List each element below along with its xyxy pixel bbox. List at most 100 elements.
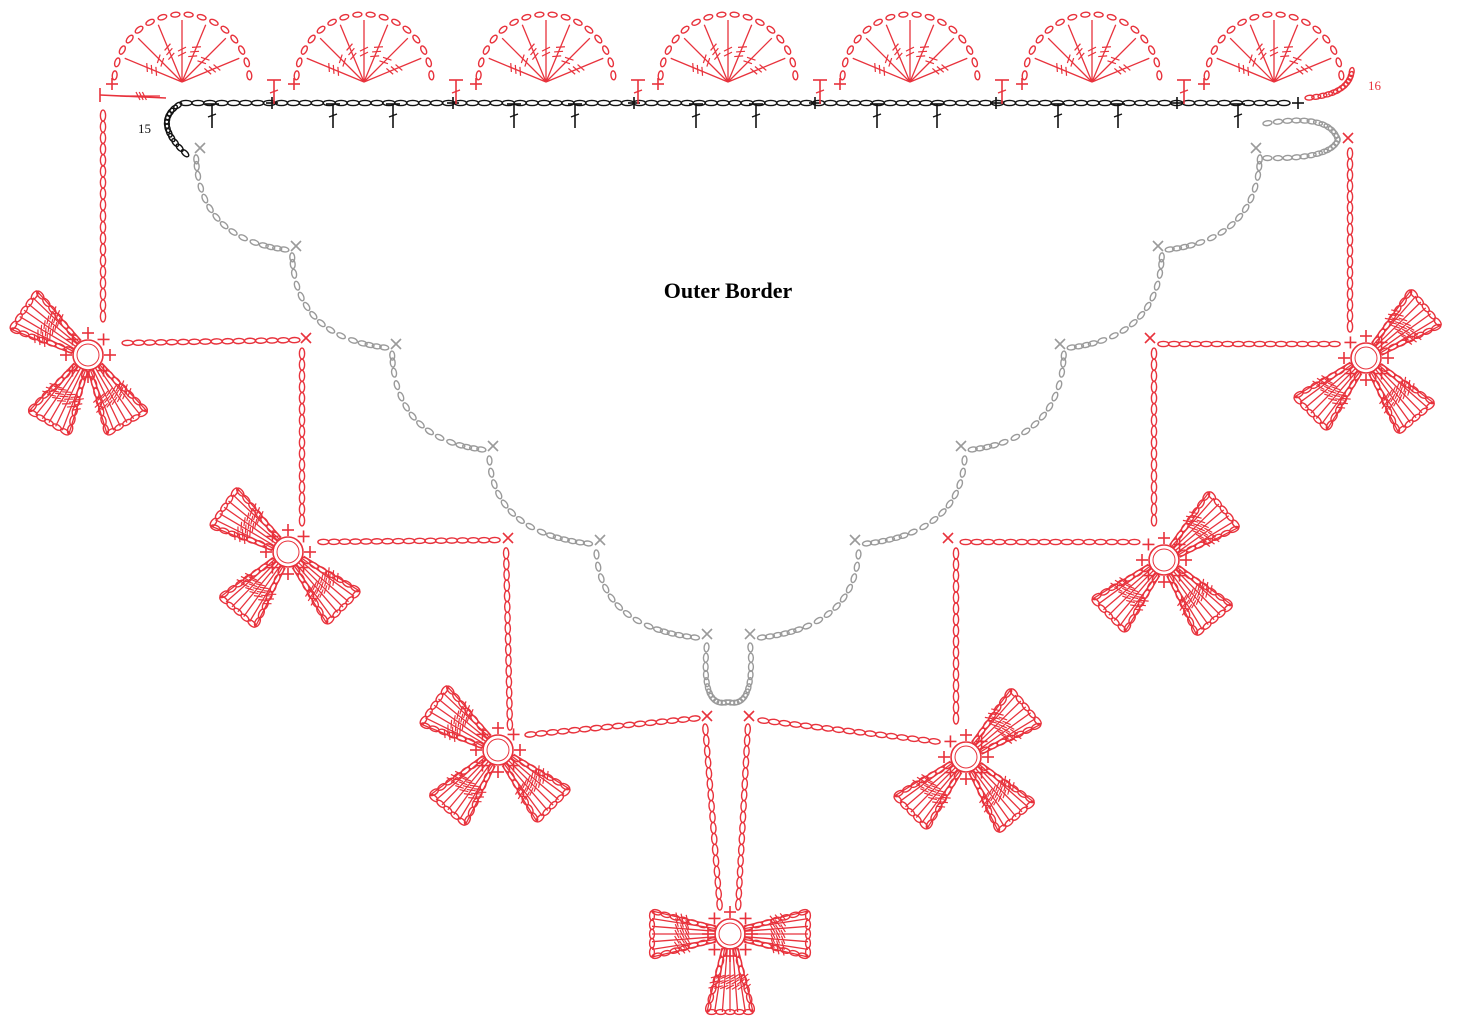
chain-stitches	[316, 319, 326, 328]
chain-stitches	[397, 391, 405, 402]
chain-stitch	[501, 99, 515, 107]
chain-stitch	[1346, 320, 1354, 333]
chain-stitch	[545, 532, 557, 539]
treble-crochet	[541, 20, 551, 82]
chain-stitch	[1306, 151, 1317, 159]
chain-stitch	[417, 99, 432, 107]
single-crochet-plus	[304, 546, 316, 558]
chain-stitches	[230, 34, 239, 44]
chain-stitch	[1288, 13, 1299, 21]
chain-stitches	[402, 25, 412, 34]
chain-stitches	[206, 203, 214, 214]
chain-stitch	[434, 537, 448, 544]
chain-stitches	[1106, 13, 1117, 21]
half-double-crochet	[930, 103, 944, 128]
chain-stitch	[250, 99, 265, 107]
chain-stitches	[706, 1008, 754, 1016]
chain-stitch	[1318, 148, 1329, 156]
chain-stitch	[648, 937, 656, 949]
treble-crochet	[363, 24, 389, 83]
single-crochet-plus	[297, 561, 310, 574]
chain-stitches	[972, 688, 1013, 745]
single-crochet-x	[300, 332, 312, 344]
chain-stitches	[534, 11, 545, 18]
chain-stitches	[937, 18, 947, 27]
chain-stitch	[1318, 121, 1329, 129]
chain-stitches	[1055, 18, 1065, 27]
chain-stitch	[1217, 34, 1226, 44]
chain-stitch	[952, 679, 960, 692]
chain-stitch	[1062, 99, 1076, 107]
chain-stitches	[302, 301, 311, 312]
chain-stitch	[413, 537, 426, 545]
chain-stitch	[1157, 340, 1170, 348]
chain-stitches	[703, 642, 710, 653]
chain-stitch	[365, 11, 376, 18]
single-crochet-x	[849, 534, 861, 546]
treble-crochet	[94, 366, 128, 423]
chain-stitch	[1021, 427, 1031, 436]
chain-stitch	[1153, 57, 1161, 68]
chain-stitches	[898, 11, 909, 18]
chain-stitch	[707, 788, 715, 802]
chain-stitch	[1098, 99, 1112, 107]
chain-stitch	[1347, 70, 1355, 81]
single-crochet-plus	[960, 773, 972, 785]
chain-stitch	[1074, 99, 1088, 107]
chain-stitches	[209, 18, 219, 27]
chain-stitch	[465, 99, 480, 107]
chain-stitch	[1282, 154, 1293, 161]
chain-stitch	[711, 843, 719, 857]
treble-crochet	[243, 564, 282, 618]
chain-stitches	[36, 290, 81, 344]
chain-stitch	[1026, 538, 1040, 546]
chain-stitch	[429, 99, 444, 107]
chain-stitch	[370, 99, 384, 107]
chain-stitch	[702, 652, 709, 663]
chain-stitch	[952, 569, 960, 582]
chain-stitch	[165, 127, 173, 138]
chain-stitch	[907, 99, 921, 107]
single-crochet-plus	[97, 333, 110, 346]
chain-stitch	[99, 265, 107, 278]
chain-stitches	[477, 57, 485, 68]
chain-stitch	[1123, 622, 1132, 633]
chain-stitches	[956, 479, 964, 490]
chain-stitches	[702, 652, 709, 663]
treble-crochet	[545, 24, 571, 83]
chain-stitches	[742, 688, 751, 699]
chain-stitch	[121, 339, 134, 347]
chain-stitches	[249, 239, 260, 246]
chain-stitch	[919, 99, 933, 107]
half-double-crochet	[507, 103, 521, 128]
chain-stitch	[568, 726, 581, 734]
half-double-crochet	[449, 79, 463, 104]
single-crochet-plus	[476, 759, 489, 772]
chain-stitches	[525, 522, 536, 531]
chain-stitches	[747, 642, 754, 653]
chain-stitch	[1010, 433, 1021, 442]
chain-stitch	[1199, 340, 1213, 348]
chain-stitch	[893, 789, 904, 798]
chain-stitch	[1116, 538, 1130, 546]
treble-crochet	[120, 91, 160, 101]
chain-stitches	[979, 722, 1042, 754]
chain-stitches	[194, 170, 202, 181]
chain-stitches	[1275, 11, 1286, 18]
treble-crochet	[433, 704, 487, 743]
chain-stitch	[99, 232, 107, 245]
chain-stitch	[952, 558, 960, 571]
chain-stitch	[486, 455, 493, 466]
chain-stitch	[346, 99, 360, 107]
chain-stitch	[170, 11, 181, 18]
chain-stitches	[317, 536, 501, 546]
chain-stitches	[365, 11, 376, 18]
chain-stitches	[792, 70, 799, 81]
chain-stitch	[1038, 411, 1048, 421]
chain-stitch	[703, 13, 714, 21]
chain-stitch	[1038, 538, 1051, 546]
treble-crochet	[1376, 366, 1423, 414]
chain-stitches	[766, 25, 776, 34]
treble-crochet	[909, 37, 955, 83]
chain-stitch	[297, 291, 305, 302]
